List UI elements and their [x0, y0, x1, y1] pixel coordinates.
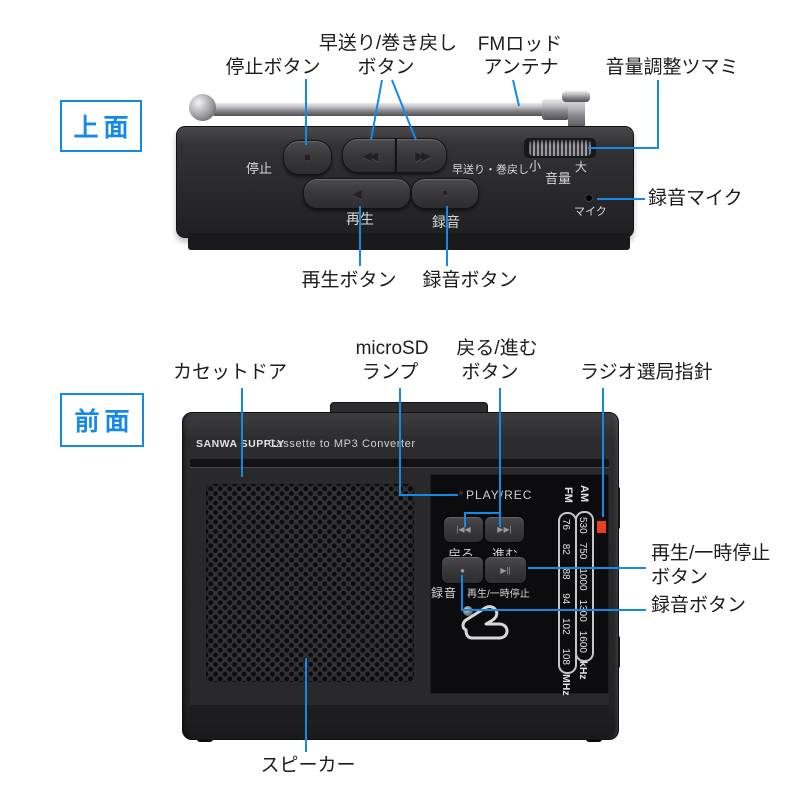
stop-button: ■ — [283, 140, 332, 175]
antenna-collar — [542, 99, 569, 120]
speaker-grille — [206, 484, 414, 682]
fm-tick: 82 — [560, 543, 572, 555]
label-recording-mic: 録音マイク — [648, 188, 743, 209]
label-play-button: 再生ボタン — [301, 270, 397, 291]
label-back-fwd-line1: 戻る/進む — [456, 338, 538, 359]
volume-min-print: 小 — [529, 159, 542, 173]
antenna-ball-tip — [189, 94, 216, 121]
dial-fm-band: FM — [562, 487, 574, 503]
play-icon: ◀ — [352, 186, 362, 201]
label-stop-button: 停止ボタン — [225, 57, 321, 78]
am-tick: 750 — [577, 542, 589, 560]
dial-fm-values: 76 82 88 94 102 108 — [558, 519, 574, 665]
product-name-text: Cassette to MP3 Converter — [268, 438, 416, 450]
front-record-button: ● — [441, 556, 484, 584]
top-view-badge: 上面 — [60, 100, 142, 152]
radio-tuning-indicator — [597, 521, 606, 533]
record-dot-icon: ● — [460, 565, 465, 575]
antenna-rod — [212, 103, 545, 116]
dial-am-unit: kHz — [577, 661, 589, 680]
label-microsd-line2: ランプ — [361, 362, 419, 383]
label-tuning-indicator: ラジオ選局指針 — [580, 362, 713, 383]
am-tick: 530 — [577, 517, 589, 534]
brand-logo-text: SANWA SUPPLY — [196, 438, 285, 450]
am-tick: 1000 — [577, 568, 589, 591]
am-tick: 1600 — [577, 630, 589, 653]
record-button: ● — [411, 178, 479, 209]
play-rec-print: PLAY/REC — [466, 488, 533, 502]
label-ff-rew-line2: ボタン — [357, 57, 415, 78]
fm-tick: 76 — [560, 519, 572, 531]
fm-tick: 108 — [560, 648, 572, 665]
device-top-view-front-edge — [188, 233, 630, 250]
am-tick: 1300 — [577, 599, 589, 622]
ff-rew-print: 早送り・巻戻し — [452, 164, 529, 176]
label-record-button: 録音ボタン — [422, 270, 518, 291]
front-view-badge: 前面 — [60, 393, 144, 447]
fast-forward-icon: ▶▶ — [415, 148, 431, 163]
front-bottom-band — [190, 705, 609, 720]
next-track-icon: ▶▶| — [497, 525, 512, 534]
front-record-print: 録音 — [431, 586, 458, 600]
dial-am-values: 530 750 1000 1300 1600 — [575, 517, 591, 653]
play-print: 再生 — [346, 211, 374, 227]
back-button: |◀◀ — [443, 516, 484, 543]
hand-strap-icon — [461, 605, 509, 640]
volume-wheel — [529, 140, 591, 156]
antenna-pivot-post — [568, 96, 585, 130]
label-back-fwd-line2: ボタン — [461, 362, 519, 383]
stop-icon: ■ — [304, 151, 311, 164]
label-volume-knob: 音量調整ツマミ — [605, 57, 739, 78]
label-play-pause-line1: 再生/一時停止 — [651, 543, 771, 564]
label-antenna-line2: アンテナ — [483, 57, 559, 78]
forward-button: ▶▶| — [484, 516, 525, 543]
rewind-icon: ◀◀ — [362, 148, 379, 163]
play-pause-icon: ▶|| — [500, 565, 511, 575]
record-print: 録音 — [432, 214, 460, 230]
fm-tick: 94 — [560, 593, 572, 605]
fm-tick: 102 — [560, 618, 572, 635]
antenna-pivot-cap — [562, 91, 590, 102]
label-speaker: スピーカー — [260, 755, 356, 776]
label-ff-rew-line1: 早送り/巻き戻し — [318, 33, 458, 54]
record-icon: ● — [441, 188, 449, 199]
label-cassette-door: カセットドア — [172, 362, 288, 383]
rewind-button: ◀◀ — [342, 138, 396, 173]
label-play-pause-line2: ボタン — [651, 567, 709, 588]
stop-print: 停止 — [246, 161, 273, 176]
fm-tick: 88 — [560, 568, 572, 580]
previous-track-icon: |◀◀ — [456, 525, 471, 534]
recording-mic-hole — [586, 195, 592, 201]
volume-print: 音量 — [545, 171, 572, 186]
play-button: ◀ — [303, 178, 411, 209]
label-antenna-line1: FMロッド — [477, 34, 563, 55]
play-pause-button: ▶|| — [484, 556, 527, 584]
cassette-door-groove — [190, 459, 609, 467]
dial-fm-unit: MHz — [560, 674, 572, 696]
microsd-lamp — [459, 491, 463, 495]
play-pause-print: 再生/一時停止 — [467, 589, 530, 600]
mic-print: マイク — [574, 206, 607, 218]
volume-max-print: 大 — [575, 160, 588, 174]
dial-am-band: AM — [578, 485, 590, 503]
label-microsd-line1: microSD — [355, 338, 429, 359]
label-front-record-button: 録音ボタン — [651, 595, 747, 616]
screw — [463, 606, 473, 616]
fast-forward-button: ▶▶ — [396, 138, 447, 173]
